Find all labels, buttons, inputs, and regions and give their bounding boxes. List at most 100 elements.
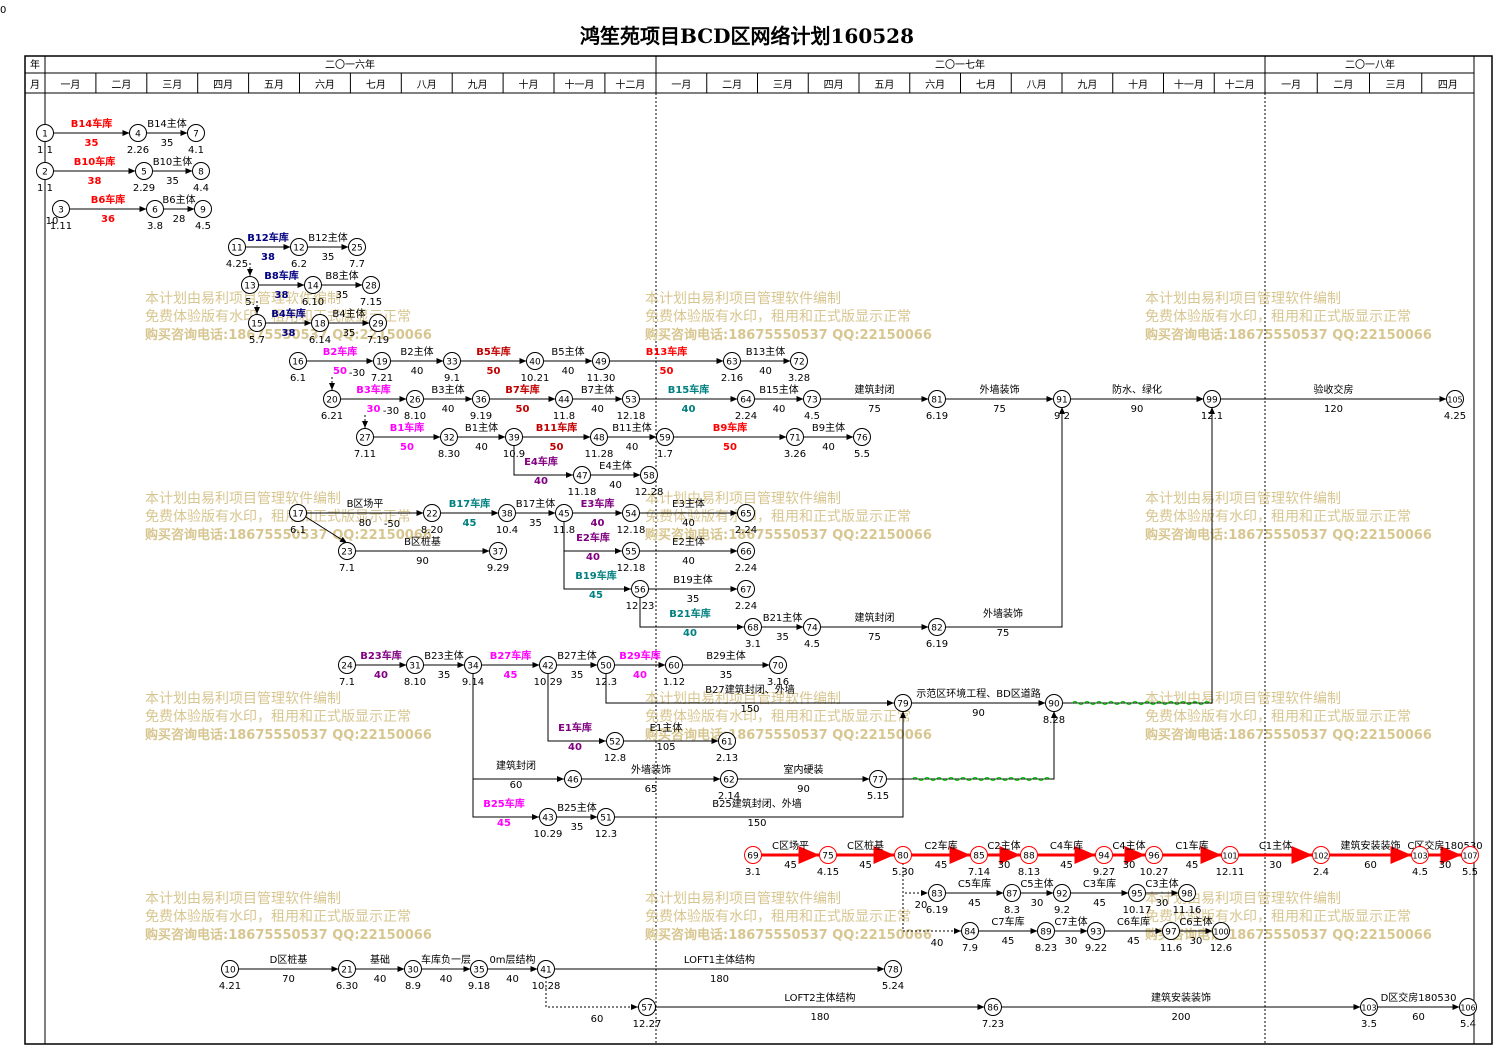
node-33: 339.1 — [443, 352, 461, 384]
node-number: 13 — [244, 282, 255, 292]
node-34: 349.14 — [462, 656, 484, 688]
month-2016-5: 五月 — [264, 79, 284, 91]
node-date: 6.19 — [926, 411, 948, 422]
node-6: 63.8 — [146, 200, 164, 232]
activity-duration: 90 — [0, 5, 6, 16]
node-date: 7.15 — [360, 297, 382, 308]
activity-name: LOFT1主体结构 — [684, 953, 755, 966]
node-number: 106 — [1460, 1004, 1475, 1013]
node-number: 25 — [351, 244, 362, 254]
activity-name: 建筑安装装饰 — [1341, 839, 1401, 852]
activity-name: 建筑安装装饰 — [1151, 991, 1211, 1004]
activity-name: E1主体 — [650, 722, 683, 734]
activity-name: 外墙装饰 — [983, 607, 1023, 620]
month-2018-1: 一月 — [1281, 79, 1301, 91]
watermark-line: 购买咨询电话:18675550537 QQ:22150066 — [645, 327, 932, 343]
node-date: 5.30 — [892, 867, 914, 878]
year-2016: 二〇一六年 — [325, 58, 375, 71]
lag-label: 20 — [915, 900, 928, 911]
node-35: 359.18 — [468, 960, 490, 992]
activity-name: C6主体 — [1179, 916, 1212, 928]
node-date: 4.25 — [226, 259, 248, 270]
node-number: 11 — [231, 244, 242, 254]
watermark-line: 免费体验版有水印，租用和正式版显示正常 — [145, 309, 411, 325]
node-number: 37 — [492, 548, 503, 558]
activity-name: 室内硬装 — [784, 763, 824, 776]
node-date: 10.17 — [1123, 905, 1152, 916]
activity-duration: 40 — [822, 442, 835, 453]
month-2017-3: 三月 — [773, 79, 793, 91]
month-2018-2: 二月 — [1333, 79, 1353, 91]
activity-duration: 38 — [282, 328, 296, 339]
node-date: 1.1 — [37, 145, 53, 156]
node-number: 6 — [152, 206, 158, 216]
node-number: 76 — [856, 434, 868, 444]
node-25: 257.7 — [348, 238, 366, 270]
activity-duration: 35 — [322, 252, 335, 263]
activity-duration: 45 — [1002, 936, 1015, 947]
node-date: 12.18 — [617, 525, 646, 536]
node-74: 744.5 — [803, 618, 821, 650]
activity-duration: 40 — [586, 552, 600, 563]
node-84: 847.9 — [961, 922, 979, 954]
node-date: 4.5 — [195, 221, 211, 232]
activity-name: 外墙装饰 — [980, 383, 1020, 396]
activity-name: B5车库 — [476, 345, 511, 358]
node-number: 66 — [740, 548, 752, 558]
node-94: 949.27 — [1093, 846, 1115, 878]
watermark-line: 本计划由易利项目管理软件编制 — [145, 691, 341, 707]
activity-duration: 90 — [972, 708, 985, 719]
node-60: 601.12 — [663, 656, 685, 688]
activity-duration: 50 — [550, 442, 564, 453]
node-30: 308.9 — [404, 960, 422, 992]
node-number: 33 — [446, 358, 457, 368]
node-90: 908.28 — [1043, 694, 1065, 726]
activity-name: 车库负一层 — [421, 953, 471, 966]
activity-duration: 40 — [682, 404, 696, 415]
node-number: 74 — [806, 624, 818, 634]
activity-name: B11主体 — [612, 422, 652, 434]
activity-duration: 45 — [859, 860, 872, 871]
activity-duration: 40 — [773, 404, 786, 415]
activity-name: B10主体 — [153, 156, 193, 168]
node-66: 662.24 — [735, 542, 757, 574]
watermark-line: 本计划由易利项目管理软件编制 — [1145, 691, 1341, 707]
node-number: 83 — [931, 890, 942, 900]
node-date: 1.1 — [37, 183, 53, 194]
node-number: 87 — [1006, 890, 1017, 900]
node-date: 10.21 — [521, 373, 550, 384]
node-number: 57 — [641, 1004, 652, 1014]
activity-name: C5车库 — [958, 877, 991, 890]
node-22: 228.20 — [421, 504, 443, 536]
watermark-line: 免费体验版有水印，租用和正式版显示正常 — [1145, 309, 1411, 325]
activity-name: B27车库 — [490, 649, 532, 662]
node-date: 1.7 — [657, 449, 673, 460]
node-7: 74.1 — [187, 124, 205, 156]
node-date: 3.5 — [1361, 1019, 1377, 1030]
watermark-line: 本计划由易利项目管理软件编制 — [645, 491, 841, 507]
node-date: 7.11 — [354, 449, 376, 460]
lag-label: -50 — [384, 519, 400, 530]
node-number: 24 — [341, 662, 353, 672]
activity-name: 建筑封闭 — [855, 383, 895, 396]
activity-duration: 50 — [487, 366, 501, 377]
activity-duration: 90 — [1131, 404, 1144, 415]
node-number: 78 — [887, 966, 899, 976]
node-number: 54 — [625, 510, 637, 520]
node-date: 2.29 — [133, 183, 155, 194]
